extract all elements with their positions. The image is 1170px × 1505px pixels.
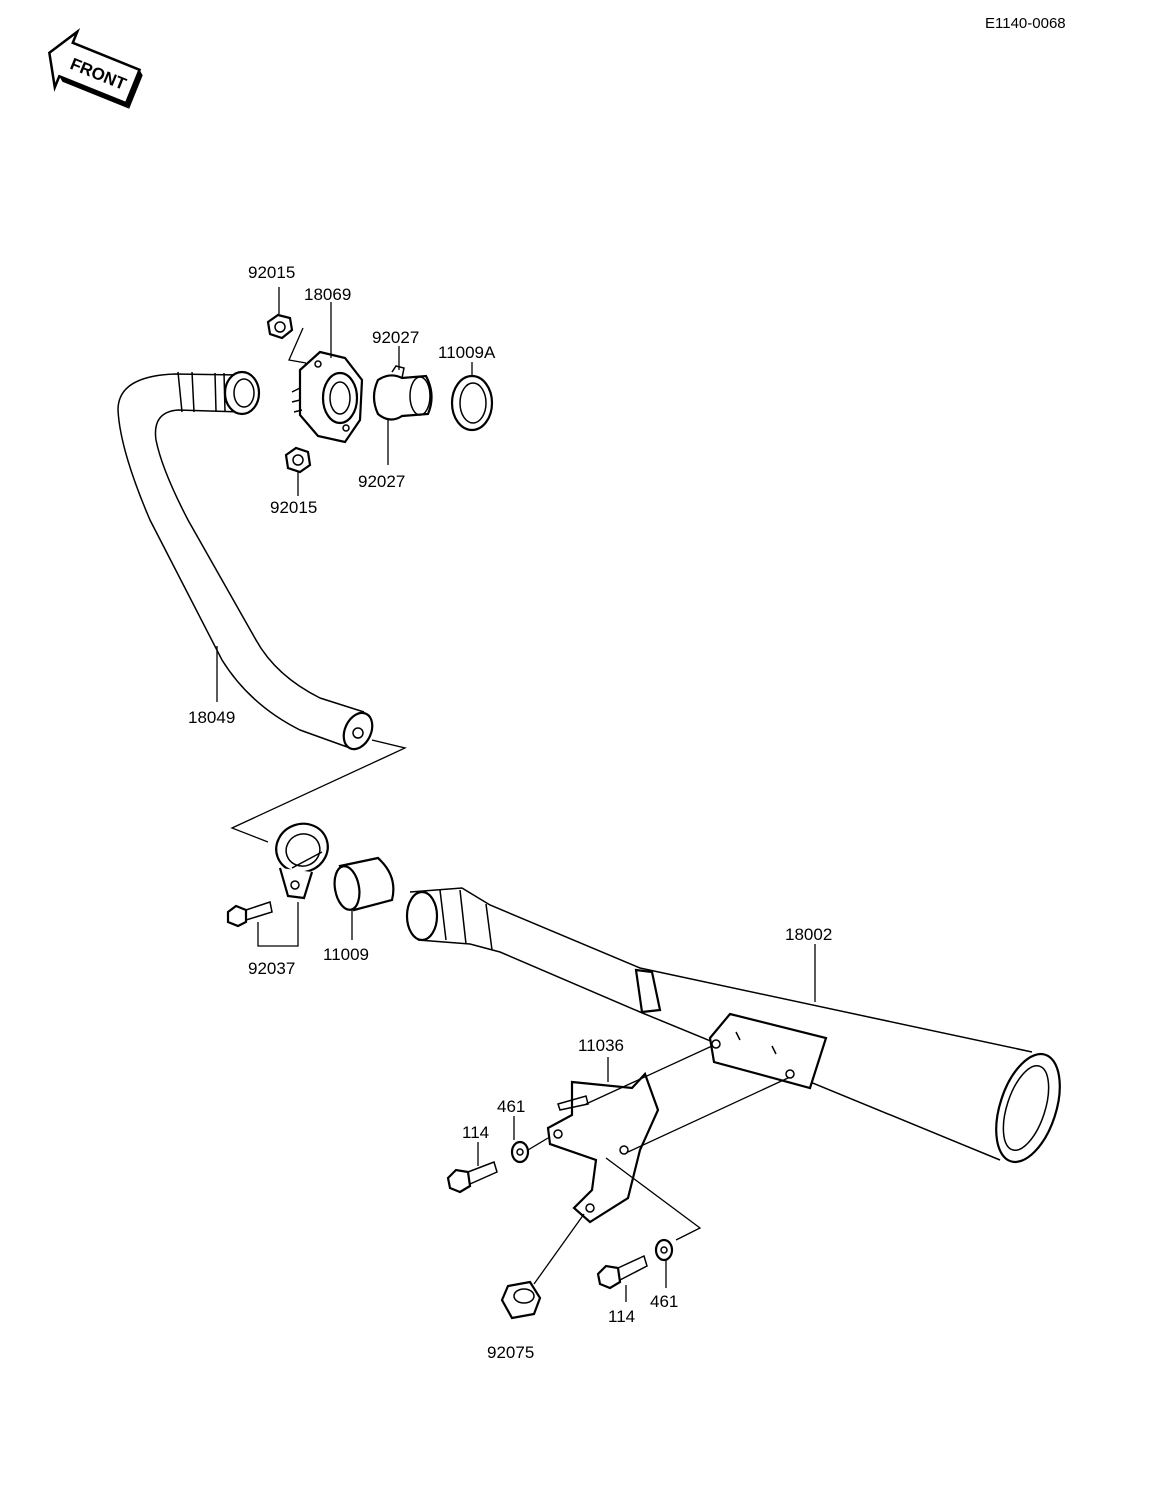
washer-upper-part [510, 1140, 530, 1164]
nut-upper-part [266, 313, 294, 340]
clamp-part [275, 822, 329, 900]
callout-flange: 18069 [304, 285, 351, 304]
front-arrow-icon: FRONT [47, 27, 143, 109]
exhaust-pipe-part [117, 370, 374, 751]
nut-lower-part [284, 446, 312, 474]
bracket-part [546, 1071, 660, 1224]
callout-exhaust-pipe: 18049 [188, 708, 235, 727]
bolt-upper-part [446, 1161, 498, 1194]
diagram-code: E1140-0068 [985, 15, 1066, 32]
callout-nut-lower: 92015 [270, 498, 317, 517]
callout-washer-upper: 461 [497, 1097, 525, 1116]
gasket-upper-part [450, 374, 494, 432]
callout-gasket-lower: 11009 [323, 945, 369, 964]
callout-collar-upper: 92027 [372, 328, 419, 347]
split-collar-part [372, 365, 433, 421]
callout-muffler: 18002 [785, 925, 832, 944]
callout-nut-upper: 92015 [248, 263, 295, 282]
callout-washer-lower: 461 [650, 1292, 678, 1311]
callout-bolt-upper: 114 [462, 1123, 489, 1142]
washer-lower-part [654, 1238, 674, 1262]
muffler-part [405, 887, 1061, 1164]
callout-gasket-upper: 11009A [438, 343, 496, 362]
flange-part [291, 350, 364, 444]
callout-clamp-bolt: 92037 [248, 959, 295, 978]
damper-part [500, 1280, 542, 1320]
clamp-bolt-part [226, 901, 273, 928]
bolt-lower-part [596, 1254, 648, 1290]
gasket-lower-part [333, 856, 395, 912]
callout-collar-lower: 92027 [358, 472, 405, 491]
callout-damper: 92075 [487, 1343, 534, 1362]
callout-bolt-lower: 114 [608, 1307, 635, 1326]
callout-bracket: 11036 [578, 1036, 624, 1055]
